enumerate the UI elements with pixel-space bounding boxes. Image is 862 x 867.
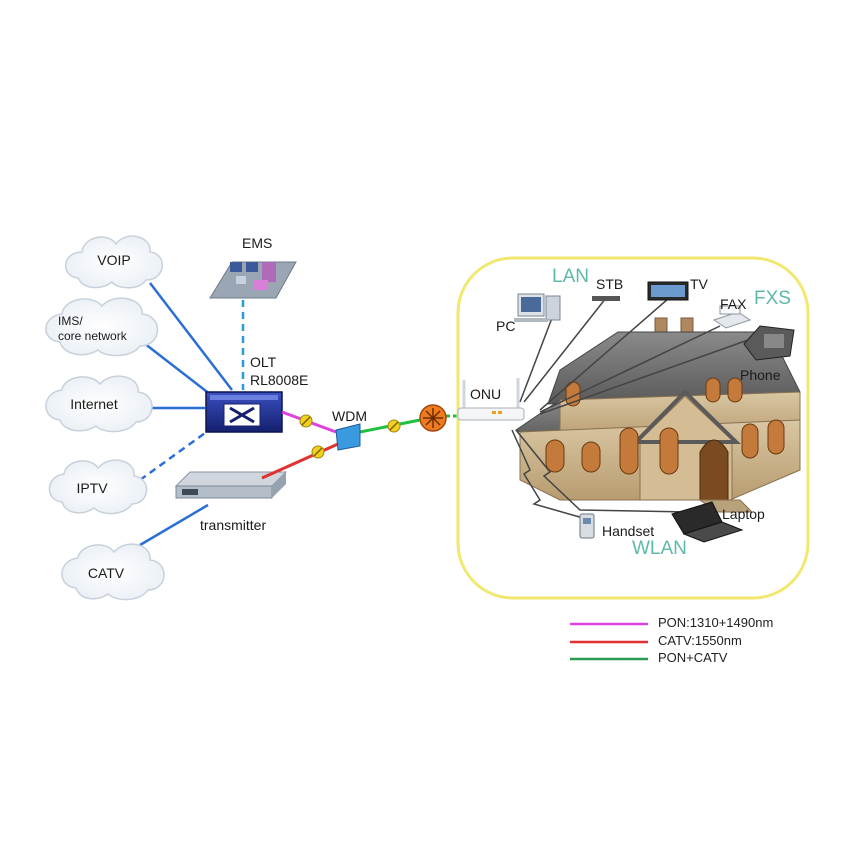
- onu-device: [457, 378, 525, 421]
- lan-label: LAN: [552, 266, 589, 287]
- link-voip-olt: [149, 282, 233, 391]
- wdm-label: WDM: [332, 408, 367, 424]
- legend-label-pon: PON:1310+1490nm: [658, 615, 774, 630]
- phone-label: Phone: [740, 367, 781, 383]
- laptop-device: [671, 501, 744, 543]
- fax-device: [712, 305, 752, 329]
- cloud-catv: [61, 543, 165, 601]
- cloud-label-internet: Internet: [70, 396, 118, 412]
- olt-label: OLT: [250, 354, 277, 370]
- cloud-internet: [45, 375, 153, 433]
- pc-device: [514, 293, 561, 322]
- tv-device: [647, 281, 689, 301]
- ems-label: EMS: [242, 235, 273, 251]
- transmitter-device: [174, 471, 288, 499]
- catv-link-tx-wdm: [261, 442, 339, 480]
- house-illustration: [514, 317, 801, 513]
- stb-label: STB: [596, 276, 624, 292]
- transmitter-label: transmitter: [200, 517, 267, 533]
- onu-label: ONU: [470, 386, 502, 402]
- cloud-voip: [65, 235, 164, 289]
- cloud-label-catv: CATV: [87, 565, 125, 581]
- link-iptv-olt: [139, 426, 213, 482]
- cloud-label-voip: VOIP: [97, 252, 131, 268]
- legend-lines: [570, 622, 648, 661]
- fax-label: FAX: [720, 296, 747, 312]
- wdm-coupler: [335, 423, 361, 451]
- stb-device: [592, 296, 620, 301]
- fxs-label: FXS: [754, 288, 791, 309]
- ems-workstations: [209, 261, 297, 299]
- tv-label: TV: [690, 276, 708, 292]
- link-ims-olt: [139, 339, 216, 399]
- cloud-iptv: [48, 459, 148, 515]
- home-links: [511, 291, 749, 521]
- handset-label: Handset: [602, 523, 655, 539]
- cloud-label-iptv: IPTV: [76, 480, 108, 496]
- legend-label-pon-catv: PON+CATV: [658, 650, 728, 665]
- handset-device: [579, 513, 595, 539]
- link-catv-transmitter: [139, 503, 209, 547]
- splitter-icon: [419, 404, 447, 432]
- fiber-links: [261, 410, 462, 480]
- cloud-label-ims-line2: core network: [58, 329, 127, 343]
- cloud-label-ims-line1: IMS/: [58, 314, 83, 328]
- olt-model-label: RL8008E: [250, 372, 309, 388]
- cloud-ims: [45, 297, 159, 357]
- pc-label: PC: [496, 318, 516, 334]
- phone-device: [743, 325, 795, 361]
- olt-device: [205, 391, 283, 433]
- laptop-label: Laptop: [722, 506, 765, 522]
- wlan-label: WLAN: [632, 538, 687, 559]
- legend-label-catv: CATV:1550nm: [658, 633, 742, 648]
